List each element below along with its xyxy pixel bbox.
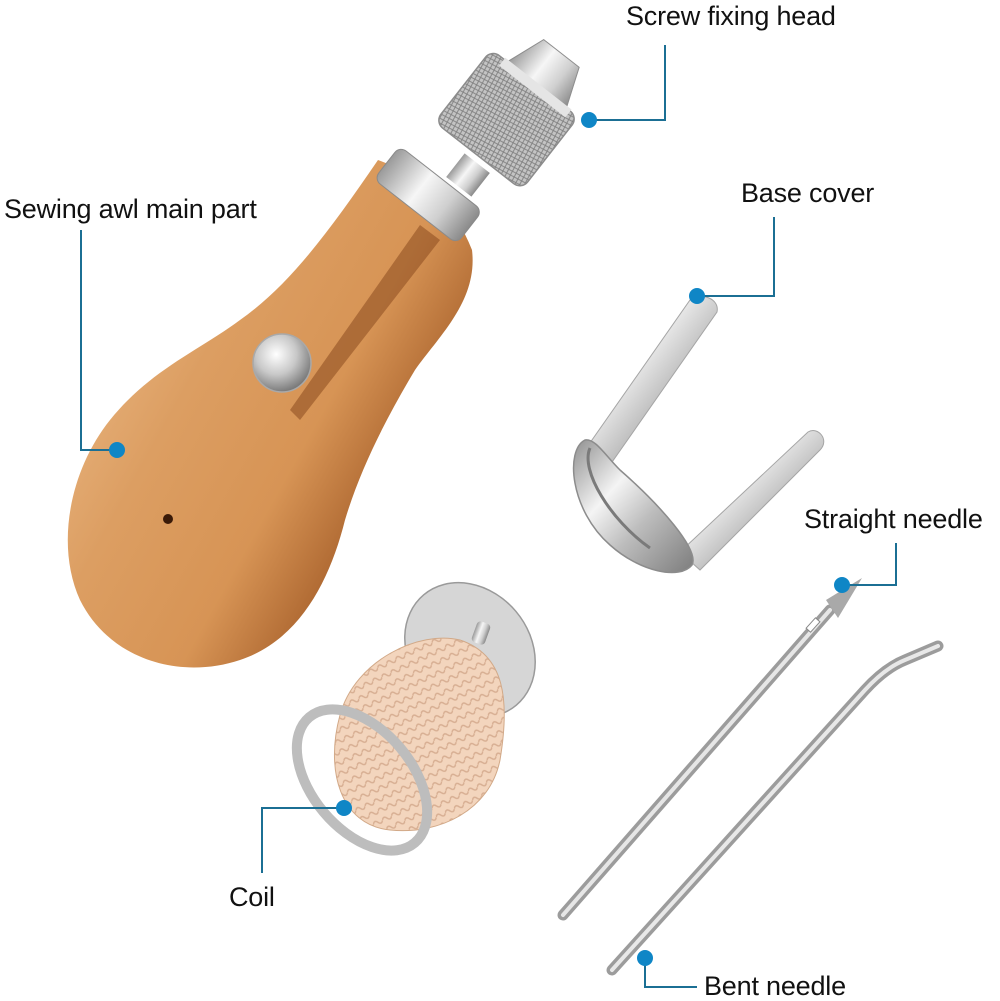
callout-coil bbox=[261, 800, 352, 873]
label-base-cover: Base cover bbox=[741, 178, 875, 208]
handle-hole bbox=[163, 514, 173, 524]
wood-slot bbox=[290, 225, 440, 420]
callout-dot-icon bbox=[689, 288, 705, 304]
callout-dot-icon bbox=[834, 577, 850, 593]
screw-fixing-head bbox=[438, 38, 580, 187]
callout-base-cover bbox=[689, 217, 775, 304]
metal-shaft bbox=[446, 153, 490, 197]
base-cover bbox=[572, 296, 825, 574]
spool-flange-bottom bbox=[291, 704, 433, 856]
label-coil: Coil bbox=[229, 882, 275, 912]
straight-needle bbox=[557, 578, 862, 921]
callout-dot-icon bbox=[336, 800, 352, 816]
callout-bent-needle bbox=[637, 950, 697, 988]
spool-pin bbox=[471, 621, 491, 645]
callout-dot-icon bbox=[109, 442, 125, 458]
thread-coil bbox=[291, 581, 536, 856]
thread-body bbox=[333, 637, 505, 832]
base-cover-arm-upper bbox=[584, 296, 718, 466]
base-cover-arm-lower bbox=[679, 430, 825, 571]
straight-needle-tip bbox=[826, 578, 862, 618]
wood-body bbox=[67, 160, 473, 668]
base-cover-disc bbox=[572, 439, 694, 574]
bent-needle bbox=[606, 640, 944, 976]
callout-screw-fixing-head bbox=[581, 45, 666, 128]
label-sewing-awl-main-part: Sewing awl main part bbox=[4, 194, 257, 224]
label-screw-fixing-head: Screw fixing head bbox=[626, 1, 836, 31]
rivet-icon bbox=[252, 333, 312, 393]
label-bent-needle: Bent needle bbox=[704, 971, 846, 1001]
callout-straight-needle bbox=[834, 543, 897, 593]
callout-dot-icon bbox=[637, 950, 653, 966]
sewing-awl-handle bbox=[67, 148, 490, 668]
metal-ferrule bbox=[376, 148, 480, 242]
label-straight-needle: Straight needle bbox=[804, 504, 983, 534]
callout-sewing-awl-main-part bbox=[80, 230, 125, 458]
callout-dot-icon bbox=[581, 112, 597, 128]
